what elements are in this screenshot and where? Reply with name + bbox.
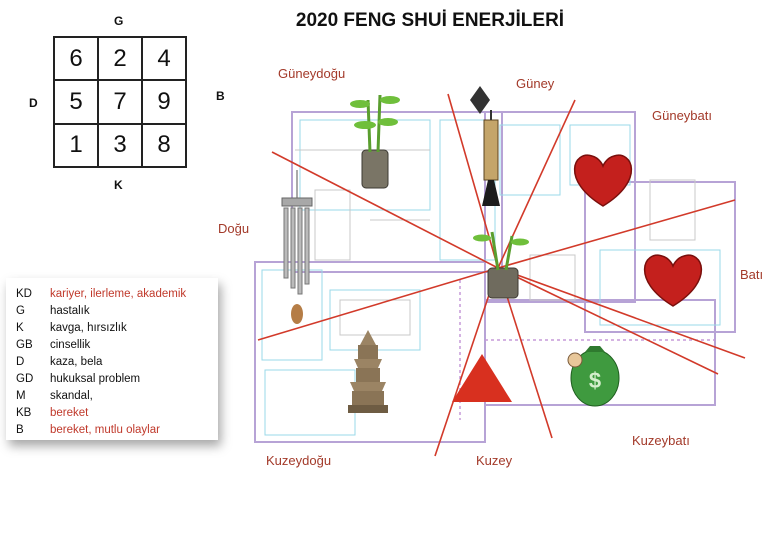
legend-item: GB cinsellik	[16, 339, 90, 351]
chinese-knot-icon	[470, 86, 500, 206]
grid-cell: 2	[98, 37, 142, 81]
direction-west-label: Batı	[740, 267, 764, 282]
grid-cell: 8	[142, 123, 186, 167]
legend-code: GB	[16, 339, 33, 351]
legend-description: kavga, hırsızlık	[50, 322, 127, 334]
legend-description: cinsellik	[50, 339, 91, 351]
grid-cell: 1	[54, 123, 98, 167]
heart-icon	[643, 254, 703, 307]
legend-code: K	[16, 322, 24, 334]
direction-southeast-label: Güneydoğu	[278, 66, 346, 81]
page-title: 2020 FENG SHUİ ENERJİLERİ	[295, 10, 565, 31]
heart-icon	[573, 154, 633, 207]
legend-item: KD kariyer, ilerleme, akademik	[16, 288, 186, 300]
direction-east-label: Doğu	[218, 221, 250, 236]
grid-cell: 7	[98, 80, 142, 124]
grid-cell: 5	[54, 80, 98, 124]
red-triangle-icon	[452, 354, 512, 402]
pagoda-icon	[348, 330, 388, 413]
legend-code: G	[16, 305, 25, 317]
direction-south-label: Güney	[516, 76, 555, 91]
legend-description: bereket, mutlu olaylar	[50, 424, 160, 436]
compass-south-label: G	[114, 14, 124, 28]
compass-west-label: B	[216, 89, 225, 103]
lo-shu-grid: 6 2 4 5 7 9 1 3 8	[53, 36, 187, 168]
grid-cell: 4	[142, 37, 186, 81]
legend-code: B	[16, 424, 24, 436]
compass-east-label: D	[29, 96, 38, 110]
legend-code: KB	[16, 407, 32, 419]
money-bag-icon: $	[567, 346, 620, 407]
svg-text:$: $	[589, 368, 601, 393]
direction-northwest-label: Kuzeybatı	[632, 433, 690, 448]
compass-north-label: K	[114, 178, 123, 192]
grid-cell: 6	[54, 37, 98, 81]
bamboo-plant-icon	[473, 231, 529, 299]
direction-southwest-label: Güneybatı	[652, 108, 712, 123]
wind-chime-icon	[281, 170, 313, 324]
grid-cell: 3	[98, 123, 142, 167]
legend-description: hastalık	[50, 305, 90, 317]
legend-description: bereket	[50, 407, 89, 419]
legend-description: hukuksal problem	[50, 373, 141, 385]
direction-northeast-label: Kuzeydoğu	[266, 453, 332, 468]
legend-description: kaza, bela	[50, 356, 103, 368]
legend-code: M	[16, 390, 26, 402]
legend-description: kariyer, ilerleme, akademik	[50, 288, 187, 300]
legend-item: GD hukuksal problem	[16, 373, 140, 385]
grid-cell: 9	[142, 80, 186, 124]
bamboo-plant-icon	[350, 94, 400, 189]
legend-description: skandal,	[50, 390, 93, 402]
direction-north-label: Kuzey	[476, 453, 513, 468]
legend-code: KD	[16, 288, 32, 300]
legend-code: D	[16, 356, 25, 368]
legend-item: KB bereket	[16, 407, 88, 419]
legend-code: GD	[16, 373, 34, 385]
